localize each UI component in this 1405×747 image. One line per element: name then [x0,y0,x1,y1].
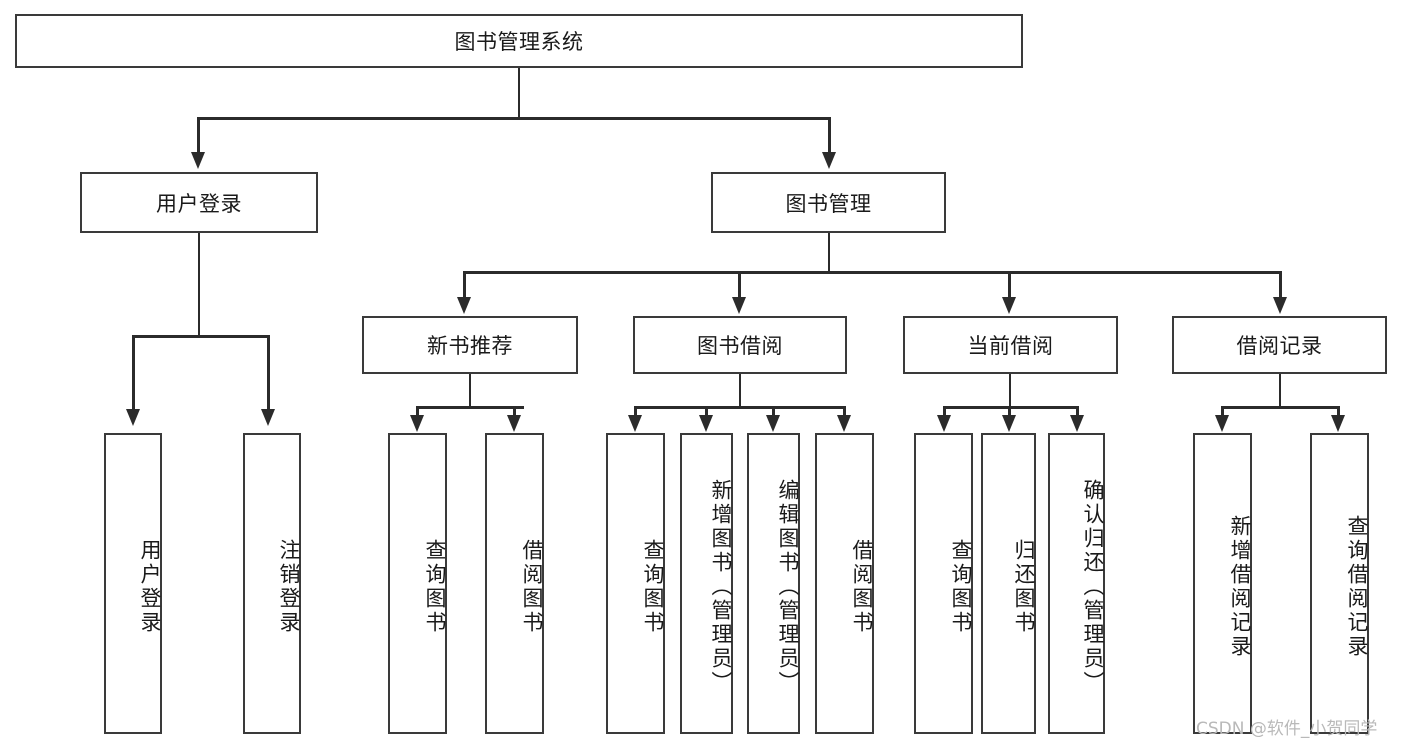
arrow-book-borrow-to-leaf-4 [837,415,851,432]
node-leaf-confirm-return-label: 确认归还（管理员） [1081,478,1105,695]
node-leaf-query-book-1[interactable]: 查询图书 [388,433,447,734]
node-leaf-user-login[interactable]: 用户登录 [104,433,162,734]
node-leaf-user-login-label: 用户登录 [138,538,162,635]
edge-book-borrow-to-leaf-3 [772,406,775,420]
arrow-book-borrow-to-leaf-2 [699,415,713,432]
node-leaf-query-book-1-label: 查询图书 [423,538,447,635]
edge-book-borrow-to-leaf-4 [843,406,846,420]
node-leaf-query-record-label: 查询借阅记录 [1345,514,1369,659]
arrow-current-borrow-to-leaf-2 [1002,415,1016,432]
edge-book-manage-bar [463,271,1282,274]
node-leaf-query-book-2-label: 查询图书 [641,538,665,635]
arrow-book-manage-to-book-borrow [732,297,746,314]
arrow-book-borrow-to-leaf-1 [628,415,642,432]
node-book-manage-label: 图书管理 [785,191,872,216]
edge-root-to-book-manage [828,117,831,153]
node-new-book-recommend-label: 新书推荐 [427,334,513,358]
node-current-borrow[interactable]: 当前借阅 [903,316,1118,374]
edge-book-manage-to-borrow-record [1279,271,1282,298]
node-leaf-query-book-3-label: 查询图书 [949,538,973,635]
arrow-new-book-to-leaf-1 [410,415,424,432]
edge-borrow-record-to-leaf-2 [1337,406,1340,420]
arrow-root-to-user-login [191,152,205,169]
node-leaf-add-book[interactable]: 新增图书（管理员） [680,433,733,734]
arrow-book-borrow-to-leaf-3 [766,415,780,432]
edge-book-manage-to-book-borrow [738,271,741,298]
edge-book-borrow-stem [739,374,741,407]
edge-root-bar [197,117,831,120]
node-leaf-borrow-book-2[interactable]: 借阅图书 [815,433,874,734]
node-leaf-query-book-2[interactable]: 查询图书 [606,433,665,734]
edge-root-stem [518,68,520,118]
node-borrow-record[interactable]: 借阅记录 [1172,316,1387,374]
arrow-book-manage-to-new-book [457,297,471,314]
arrow-book-manage-to-current-borrow [1002,297,1016,314]
node-leaf-borrow-book-1-label: 借阅图书 [520,538,544,635]
edge-new-book-bar [416,406,524,409]
edge-new-book-stem [469,374,471,407]
node-book-borrow[interactable]: 图书借阅 [633,316,847,374]
node-leaf-confirm-return[interactable]: 确认归还（管理员） [1048,433,1105,734]
edge-book-manage-to-new-book [463,271,466,298]
node-leaf-borrow-book-2-label: 借阅图书 [850,538,874,635]
arrow-current-borrow-to-leaf-1 [937,415,951,432]
node-leaf-return-book[interactable]: 归还图书 [981,433,1036,734]
edge-root-to-user-login [197,117,200,153]
node-book-borrow-label: 图书借阅 [697,334,783,358]
edge-borrow-record-to-leaf-1 [1221,406,1224,420]
node-leaf-logout-login[interactable]: 注销登录 [243,433,301,734]
edge-borrow-record-bar [1221,406,1339,409]
edge-user-login-bar [132,335,269,338]
arrow-new-book-to-leaf-2 [507,415,521,432]
node-leaf-borrow-book-1[interactable]: 借阅图书 [485,433,544,734]
edge-book-manage-stem [828,233,830,272]
edge-book-borrow-bar [634,406,846,409]
edge-current-borrow-to-leaf-3 [1076,406,1079,420]
watermark-text: CSDN @软件_小贺同学 [1196,719,1378,739]
node-leaf-logout-login-label: 注销登录 [277,538,301,635]
node-root[interactable]: 图书管理系统 [15,14,1023,68]
arrow-current-borrow-to-leaf-3 [1070,415,1084,432]
edge-new-book-to-leaf-2 [513,406,516,420]
arrow-user-login-to-leaf-1 [126,409,140,426]
node-leaf-add-record[interactable]: 新增借阅记录 [1193,433,1252,734]
edge-user-login-stem [198,233,200,336]
edge-book-borrow-to-leaf-2 [705,406,708,420]
arrow-book-manage-to-borrow-record [1273,297,1287,314]
node-user-login-label: 用户登录 [156,191,242,216]
node-leaf-return-book-label: 归还图书 [1012,538,1036,635]
arrow-root-to-book-manage [822,152,836,169]
node-root-label: 图书管理系统 [454,30,584,54]
node-new-book-recommend[interactable]: 新书推荐 [362,316,578,374]
node-leaf-query-book-3[interactable]: 查询图书 [914,433,973,734]
arrow-user-login-to-leaf-2 [261,409,275,426]
edge-book-manage-to-current-borrow [1008,271,1011,298]
edge-borrow-record-stem [1279,374,1281,407]
node-leaf-add-book-label: 新增图书（管理员） [709,478,733,695]
node-borrow-record-label: 借阅记录 [1236,334,1323,358]
edge-new-book-to-leaf-1 [416,406,419,420]
edge-user-login-to-leaf-2 [267,335,270,410]
arrow-borrow-record-to-leaf-1 [1215,415,1229,432]
node-book-manage[interactable]: 图书管理 [711,172,946,233]
node-current-borrow-label: 当前借阅 [967,334,1054,358]
node-leaf-edit-book[interactable]: 编辑图书（管理员） [747,433,800,734]
node-leaf-add-record-label: 新增借阅记录 [1228,514,1252,659]
edge-user-login-to-leaf-1 [132,335,135,410]
edge-current-borrow-to-leaf-1 [943,406,946,420]
node-leaf-query-record[interactable]: 查询借阅记录 [1310,433,1369,734]
node-leaf-edit-book-label: 编辑图书（管理员） [776,478,800,695]
edge-current-borrow-to-leaf-2 [1008,406,1011,420]
edge-current-borrow-stem [1009,374,1011,407]
node-user-login[interactable]: 用户登录 [80,172,318,233]
edge-book-borrow-to-leaf-1 [634,406,637,420]
arrow-borrow-record-to-leaf-2 [1331,415,1345,432]
